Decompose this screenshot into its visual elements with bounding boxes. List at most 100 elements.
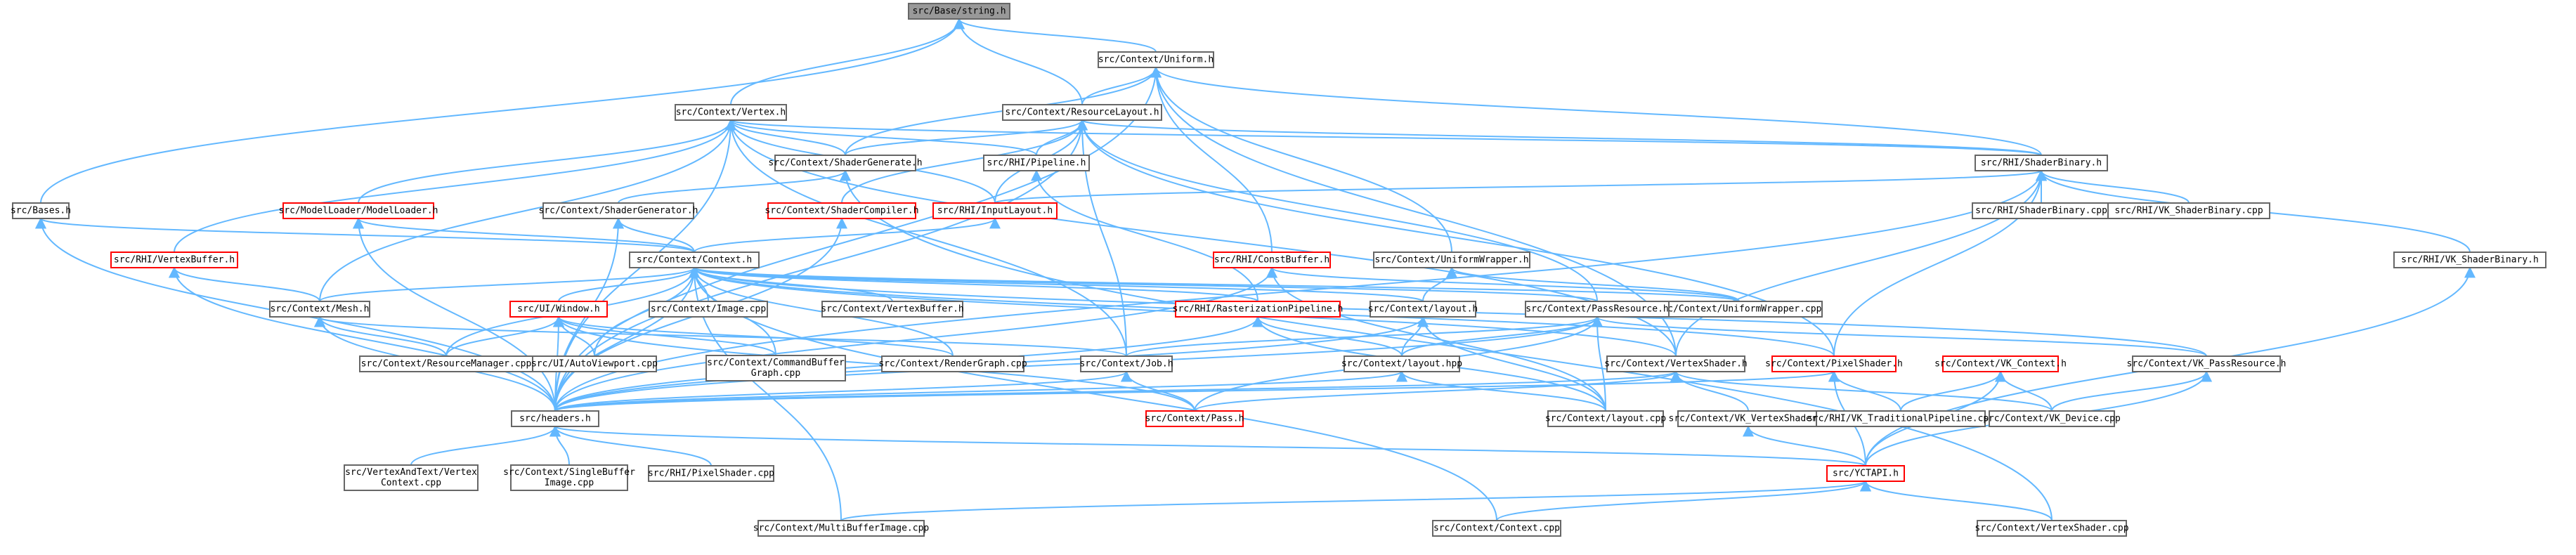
node-pipeline[interactable]: src/RHI/Pipeline.h	[983, 155, 1090, 171]
node-contextcpp[interactable]: src/Context/Context.cpp	[1432, 520, 1561, 537]
node-box	[12, 202, 70, 219]
node-box	[1344, 355, 1460, 372]
node-vkshaderbinary[interactable]: src/RHI/VK_ShaderBinary.h	[2393, 252, 2546, 268]
edge-shadergenerate-to-uniform	[845, 66, 1162, 156]
node-shadergenerate[interactable]: src/Context/ShaderGenerate.h	[768, 155, 923, 171]
edge-uniformwrappercpp-to-uniformwrapper	[1446, 266, 1740, 302]
node-resmanager[interactable]: src/Context/ResourceManager.cpp	[359, 355, 533, 372]
edge-layouthpp-to-raster	[1252, 315, 1403, 357]
node-rhipixelshader[interactable]: src/RHI/PixelShader.cpp	[648, 465, 774, 482]
node-box	[757, 520, 925, 537]
node-inputlayout[interactable]: src/RHI/InputLayout.h	[932, 202, 1058, 219]
edge-layouthpp-to-passres	[1401, 315, 1603, 357]
node-label: src/Context/Image.cpp	[651, 304, 767, 315]
edge-vkdevice-to-vertexshader	[1670, 370, 2053, 412]
node-box	[1816, 410, 1986, 427]
node-box	[1547, 410, 1664, 427]
node-context[interactable]: src/Context/Context.h	[629, 252, 760, 268]
node-yctapi[interactable]: src/YCTAPI.h	[1826, 465, 1905, 482]
node-raster[interactable]: src/RHI/RasterizationPipeline.h	[1173, 301, 1344, 318]
node-uniformwrappercpp[interactable]: src/Context/UniformWrapper.cpp	[1655, 301, 1823, 318]
node-shaderbinarycpp[interactable]: src/RHI/ShaderBinary.cpp	[1972, 202, 2111, 219]
node-label: src/RHI/VertexBuffer.h	[114, 255, 235, 266]
node-modelloader[interactable]: src/ModelLoader/ModelLoader.h	[279, 202, 438, 219]
node-image[interactable]: src/Context/Image.cpp	[649, 301, 768, 318]
node-bases[interactable]: src/Bases.h	[11, 202, 71, 219]
node-pixelshader[interactable]: src/Context/PixelShader.h	[1765, 355, 1903, 372]
edge-vertexshadercpp-to-yctapi	[1860, 480, 2053, 521]
node-uniform[interactable]: src/Context/Uniform.h	[1098, 51, 1214, 68]
node-label: src/Context/ResourceManager.cpp	[361, 359, 532, 370]
node-passres[interactable]: src/Context/PassResource.h	[1525, 301, 1670, 318]
node-rhivertexbuffer[interactable]: src/RHI/VertexBuffer.h	[110, 252, 238, 268]
node-vertexshader[interactable]: src/Context/VertexShader.h	[1604, 355, 1748, 372]
node-box	[1977, 520, 2127, 537]
node-box	[821, 301, 963, 318]
node-box	[705, 355, 846, 381]
node-shadergenerator[interactable]: src/Context/ShaderGenerator.h	[539, 202, 698, 219]
node-vkpassres[interactable]: src/Context/VK_PassResource.h	[2127, 355, 2286, 372]
edge-job-to-vertex	[725, 119, 1127, 357]
edge-job-to-mesh	[314, 315, 1127, 357]
node-label: src/RHI/VK_TraditionalPipeline.cpp	[1807, 414, 1994, 424]
node-label: src/Context/MultiBufferImage.cpp	[753, 523, 930, 534]
node-ctxvertexbuffer[interactable]: src/Context/VertexBuffer.h	[821, 301, 964, 318]
edge-yctapi-to-headers	[549, 425, 1866, 466]
node-box	[1771, 355, 1897, 372]
edge-bases-to-string	[40, 18, 965, 204]
node-job[interactable]: src/Context/Job.h	[1079, 355, 1173, 372]
node-rendergraph[interactable]: src/Context/RenderGraph.cpp	[878, 355, 1027, 372]
edge-pass-to-vertexshader	[1194, 370, 1681, 412]
node-pass[interactable]: src/Context/Pass.h	[1145, 410, 1244, 427]
node-vkshaderbinarycpp[interactable]: src/RHI/VK_ShaderBinary.cpp	[2107, 202, 2270, 219]
node-layouthpp[interactable]: src/Context/layout.hpp	[1341, 355, 1462, 372]
edge-shaderbinary-to-vertex	[726, 119, 2042, 156]
node-box	[1826, 465, 1905, 482]
node-uiwindow[interactable]: src/UI/Window.h	[509, 301, 608, 318]
edge-vkdevice-to-vkpassres	[2051, 370, 2212, 412]
node-layoutcpp[interactable]: src/Context/layout.cpp	[1545, 410, 1666, 427]
node-box	[1145, 410, 1244, 427]
node-vkcontext[interactable]: src/Context/VK_Context.h	[1934, 355, 2067, 372]
node-box	[2107, 202, 2270, 219]
edge-layouth-to-context	[689, 266, 1424, 302]
node-vktradpipe[interactable]: src/RHI/VK_TraditionalPipeline.cpp	[1807, 410, 1994, 427]
node-vertex[interactable]: src/Context/Vertex.h	[675, 104, 787, 121]
node-shadercompiler[interactable]: src/Context/ShaderCompiler.h	[765, 202, 919, 219]
edge-headers-to-context	[554, 266, 700, 412]
edge-headers-to-rhivertexbuffer	[169, 266, 556, 412]
edge-mesh-to-rhivertexbuffer	[169, 266, 320, 302]
node-mesh[interactable]: src/Context/Mesh.h	[269, 301, 370, 318]
node-uniformwrapper[interactable]: src/Context/UniformWrapper.h	[1373, 252, 1530, 268]
node-label: src/RHI/RasterizationPipeline.h	[1173, 304, 1344, 315]
edge-shadergenerate-to-vertex	[725, 119, 846, 156]
node-layouth[interactable]: src/Context/layout.h	[1368, 301, 1478, 318]
node-constbuffer[interactable]: src/RHI/ConstBuffer.h	[1213, 252, 1331, 268]
node-box	[1432, 520, 1561, 537]
node-label: src/Context/SingleBuffer	[503, 467, 635, 478]
node-reslayout[interactable]: src/Context/ResourceLayout.h	[1002, 104, 1162, 121]
edge-autoviewport-to-context	[594, 266, 700, 357]
node-box	[1370, 301, 1476, 318]
node-autoviewport[interactable]: src/UI/AutoViewport.cpp	[531, 355, 658, 372]
edge-vertexshader-to-shaderbinary	[1675, 169, 2047, 357]
node-vkdevice[interactable]: src/Context/VK_Device.cpp	[1983, 410, 2121, 427]
node-multibuffer[interactable]: src/Context/MultiBufferImage.cpp	[753, 520, 930, 537]
node-vertexshadercpp[interactable]: src/Context/VertexShader.cpp	[1975, 520, 2129, 537]
edge-contextcpp-to-yctapi	[1496, 480, 1871, 521]
node-label: src/Bases.h	[11, 206, 71, 216]
node-box	[648, 465, 774, 482]
node-label: src/Context/Job.h	[1079, 359, 1173, 370]
edge-rhivertexbuffer-to-vertex	[174, 119, 736, 253]
node-headers[interactable]: src/headers.h	[511, 410, 599, 427]
node-label: src/Context/ShaderGenerator.h	[539, 206, 698, 216]
edge-headers-to-layouthpp	[554, 370, 1407, 412]
node-label: src/RHI/PixelShader.cpp	[648, 469, 774, 479]
node-shaderbinary[interactable]: src/RHI/ShaderBinary.h	[1975, 155, 2108, 171]
edge-modelloader-to-vertex	[358, 119, 736, 204]
node-vkvertexshader[interactable]: src/Context/VK_VertexShader.h	[1669, 410, 1828, 427]
node-string[interactable]: src/Base/string.h	[908, 3, 1010, 20]
